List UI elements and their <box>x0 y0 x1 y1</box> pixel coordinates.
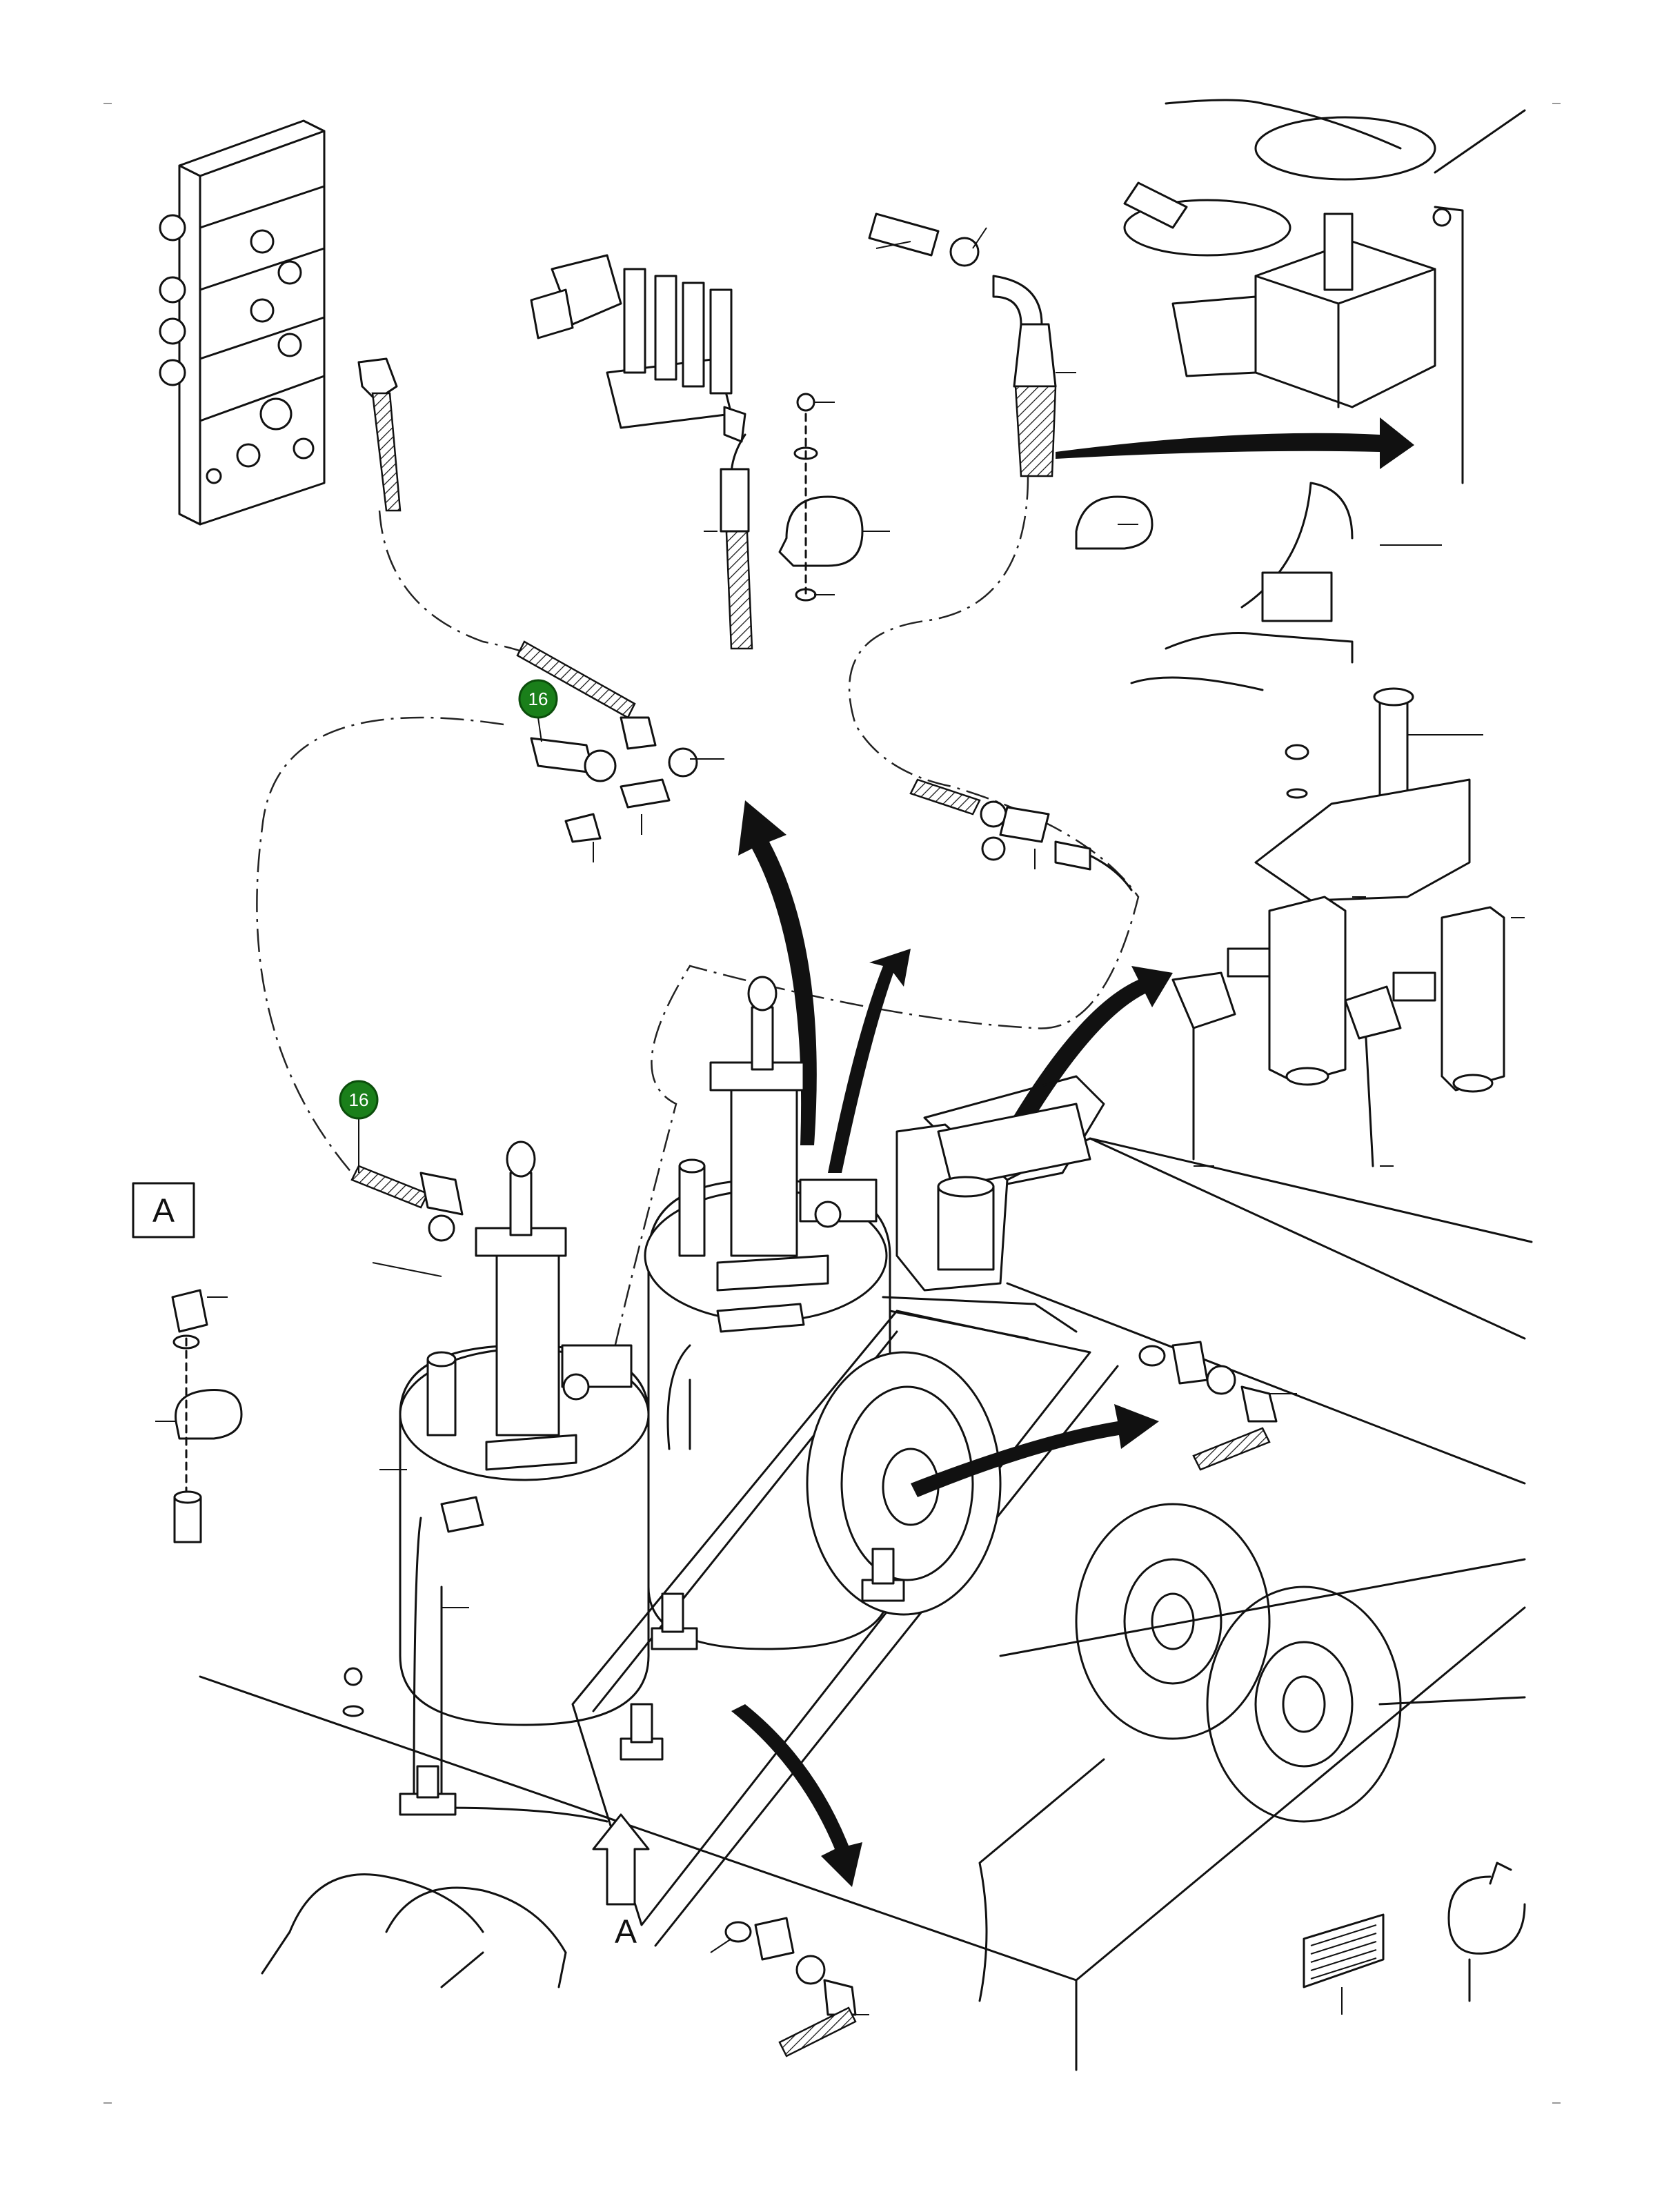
clamp-right <box>1075 495 1154 550</box>
control-valve-block <box>159 119 402 526</box>
lube-hose-fitting <box>720 468 750 533</box>
leader-lines <box>155 227 1525 2015</box>
callout-number: 16 <box>349 1089 369 1110</box>
callout-number: 16 <box>528 689 548 709</box>
flow-arrow-icon <box>1056 417 1414 469</box>
flow-arrow-icon <box>738 800 817 1145</box>
callout-16-upper[interactable]: 16 <box>518 679 558 742</box>
routing-line-left <box>256 510 567 1174</box>
hose-assembly-right <box>1138 1341 1278 1471</box>
tank-centre-return-fitting <box>716 1303 805 1333</box>
flow-arrow-icon <box>1000 966 1173 1145</box>
detail-a-marker: A <box>132 1182 195 1238</box>
frame-filter-housing <box>937 1103 1091 1271</box>
tank-centre-pipe <box>666 1344 691 1450</box>
callout-circle[interactable] <box>518 679 558 719</box>
flow-arrow-icon <box>828 949 911 1173</box>
hose-top-centre <box>868 213 1057 477</box>
hydraulic-tank-left <box>399 1140 650 1726</box>
filter-hose-loop <box>1130 482 1354 691</box>
detail-a-clamp-stack <box>171 1289 243 1543</box>
flow-arrow-icon <box>911 1404 1159 1497</box>
clamp-stack-top <box>778 393 864 602</box>
crop-marks <box>103 103 1561 2104</box>
callout-circle[interactable] <box>339 1080 379 1120</box>
tank-left-feed-fitting <box>440 1496 484 1533</box>
hose-fittings-right <box>909 778 1133 891</box>
filter-hoses <box>1192 1027 1374 1167</box>
hose-clamp-icon <box>1447 1862 1526 2002</box>
tank-top-valve-assembly <box>1123 99 1526 484</box>
flow-arrow-icon <box>731 1704 862 1887</box>
hose-fittings-centre <box>516 640 698 843</box>
hose-callout-2 <box>350 1165 464 1242</box>
return-filter-2 <box>1344 906 1505 1093</box>
return-filter-1 <box>1171 896 1347 1086</box>
detail-a-label: A <box>152 1193 175 1230</box>
routing-line-right <box>592 475 1140 1450</box>
hose-fittings-bottom <box>724 1917 857 2057</box>
view-arrow-icon <box>592 1813 650 1906</box>
mount-brackets <box>342 1548 905 1816</box>
callout-16-lower[interactable]: 16 <box>339 1080 379 1173</box>
filter-mount-plate <box>1254 687 1471 902</box>
label-plate-icon <box>1303 1913 1385 1988</box>
lube-distributor-block <box>530 254 746 477</box>
view-arrow-label: A <box>615 1914 637 1951</box>
